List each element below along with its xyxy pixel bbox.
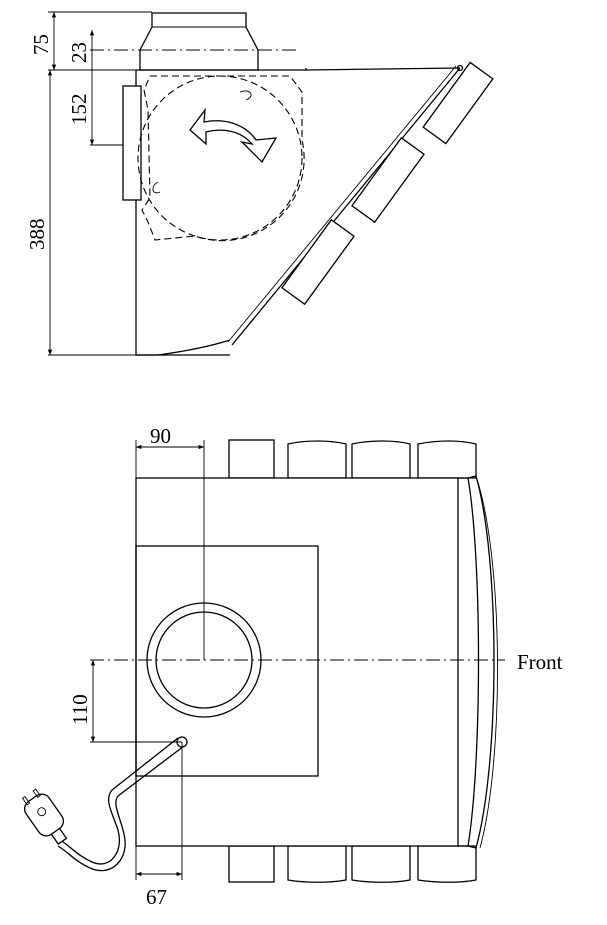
side-housing <box>135 68 307 356</box>
power-cable <box>59 737 179 865</box>
fan-housing-outline <box>141 75 305 242</box>
plan-bottom-panels <box>228 845 477 883</box>
plan-top-panels <box>228 439 477 479</box>
side-bracket <box>122 85 142 201</box>
plan-view: Front 90 110 67 <box>21 424 563 909</box>
dim-152: 152 <box>67 94 91 126</box>
plan-front-grille <box>458 477 480 847</box>
power-plug-icon <box>21 788 68 845</box>
dim-90: 90 <box>150 424 171 448</box>
side-spigot <box>139 12 259 71</box>
dim-67: 67 <box>146 885 167 909</box>
front-label: Front <box>517 650 563 674</box>
dim-388: 388 <box>25 219 49 251</box>
plan-motor-plate <box>135 545 319 777</box>
dim-23: 23 <box>67 42 91 63</box>
side-panels <box>281 61 494 306</box>
dim-110: 110 <box>68 694 92 725</box>
dim-75: 75 <box>29 34 53 55</box>
rotation-arrow-icon <box>189 107 278 164</box>
plan-housing <box>135 477 459 847</box>
side-view: 75 23 152 388 <box>25 11 494 356</box>
